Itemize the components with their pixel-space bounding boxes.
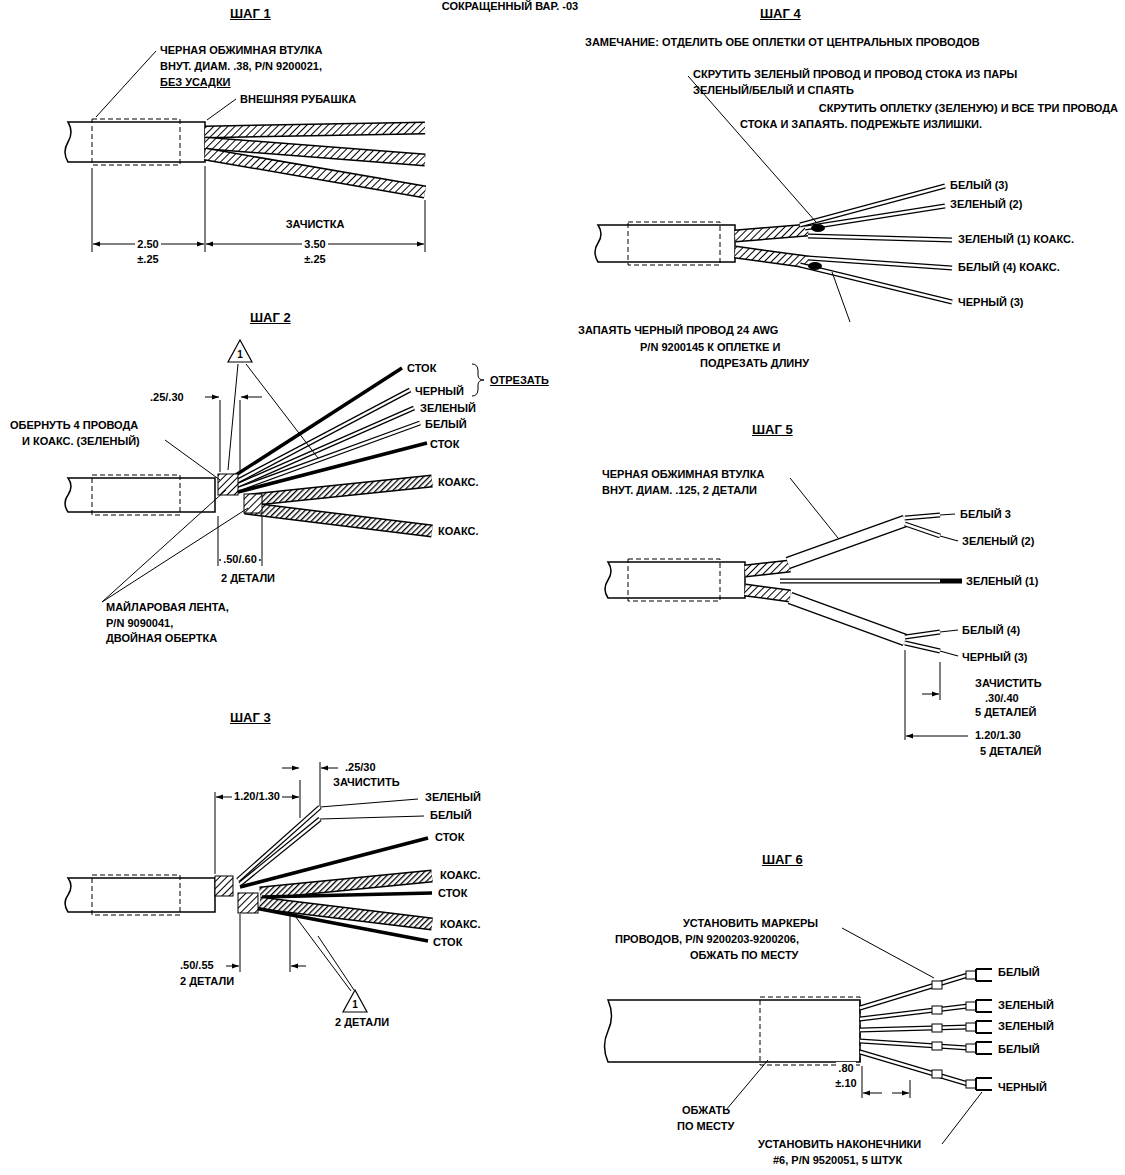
callout-text: БЕЗ УСАДКИ — [160, 76, 231, 89]
callout-text: ЧЕРНЫЙ (3) — [958, 296, 1024, 309]
step-heading: ШАГ 2 — [250, 310, 291, 325]
callout-text: СТОК — [430, 438, 459, 451]
step-heading: ШАГ 1 — [230, 6, 271, 21]
callout-text: ±.10 — [835, 1077, 856, 1090]
callout-text: P/N 9200145 К ОПЛЕТКЕ И — [640, 341, 780, 354]
callout-text: ЗАПАЯТЬ ЧЕРНЫЙ ПРОВОД 24 AWG — [578, 324, 778, 337]
callout-text: ЗЕЛЕНЫЙ (2) — [950, 198, 1022, 211]
callout-text: И КОАКС. (ЗЕЛЕНЫЙ) — [22, 435, 140, 448]
callout-text: ОТРЕЗАТЬ — [490, 374, 549, 387]
dimension-value: .50/.60 — [221, 553, 259, 566]
dimension-value: .80 — [836, 1062, 855, 1075]
callout-text: ВНУТ. ДИАМ. .38, P/N 9200021, — [160, 60, 322, 73]
callout-text: ЗЕЛЕНЫЙ/БЕЛЫЙ И СПАЯТЬ — [693, 84, 854, 97]
callout-text: ЧЕРНАЯ ОБЖИМНАЯ ВТУЛКА — [160, 44, 322, 57]
callout-text: ОБЖАТЬ — [682, 1104, 730, 1117]
callout-text: СКРУТИТЬ ЗЕЛЕНЫЙ ПРОВОД И ПРОВОД СТОКА И… — [693, 68, 1017, 81]
callout-text: P/N 9090041, — [106, 617, 173, 630]
callout-text: КОАКС. — [438, 525, 479, 538]
callout-text: ЗАМЕЧАНИЕ: ОТДЕЛИТЬ ОБЕ ОПЛЕТКИ ОТ ЦЕНТР… — [585, 36, 980, 49]
callout-text: СКРУТИТЬ ОПЛЕТКУ (ЗЕЛЕНУЮ) И ВСЕ ТРИ ПРО… — [819, 102, 1118, 115]
callout-text: БЕЛЫЙ — [430, 809, 472, 822]
callout-text: СТОК — [407, 362, 436, 375]
dimension-value: 1.20/1.30 — [232, 790, 282, 803]
callout-text: ЗЕЛЕНЫЙ — [425, 791, 481, 804]
step-heading: ШАГ 6 — [762, 852, 803, 867]
callout-text: .25/.30 — [150, 391, 184, 404]
callout-text: ЗЕЛЕНЫЙ — [998, 1020, 1054, 1033]
callout-text: ВНЕШНЯЯ РУБАШКА — [240, 93, 356, 106]
callout-text: УСТАНОВИТЬ МАРКЕРЫ — [683, 917, 818, 930]
page-title: СОКРАЩЕННЫЙ ВАР. -03 — [442, 0, 578, 13]
callout-text: 2 ДЕТАЛИ — [180, 975, 234, 988]
callout-text: ЧЕРНЫЙ — [998, 1081, 1047, 1094]
callout-text: ЗАЧИСТКА — [286, 218, 345, 231]
callout-text: ±.25 — [137, 253, 158, 266]
step6-drawing — [605, 928, 993, 1144]
callout-text: БЕЛЫЙ (4) КОАКС. — [958, 261, 1060, 274]
callout-text: КОАКС. — [438, 476, 479, 489]
callout-text: 1.20/1.30 — [975, 729, 1021, 742]
dimension-value: 3.50 — [302, 238, 327, 251]
callout-text: БЕЛЫЙ 3 — [960, 508, 1011, 521]
callout-text: СТОК — [433, 936, 462, 949]
dimension-value: 2.50 — [135, 238, 160, 251]
callout-text: СТОК — [438, 887, 467, 900]
callout-text: СТОК — [435, 831, 464, 844]
callout-text: БЕЛЫЙ — [998, 966, 1040, 979]
callout-text: ЗЕЛЕНЫЙ (1) — [966, 575, 1038, 588]
callout-text: ОБЖАТЬ ПО МЕСТУ — [690, 949, 798, 962]
step-heading: ШАГ 4 — [760, 6, 801, 21]
callout-text: ЗАЧИСТИТЬ — [333, 776, 400, 789]
step2-drawing — [65, 340, 484, 602]
note-flag-number: 1 — [237, 349, 243, 360]
callout-text: #6, P/N 9520051, 5 ШТУК — [773, 1154, 902, 1167]
callout-text: БЕЛЫЙ (3) — [950, 179, 1008, 192]
callout-text: .30/.40 — [985, 692, 1019, 705]
step-heading: ШАГ 5 — [752, 422, 793, 437]
callout-text: БЕЛЫЙ — [425, 418, 467, 431]
step5-drawing — [605, 478, 968, 740]
callout-text: 5 ДЕТАЛЕЙ — [980, 745, 1041, 758]
callout-text: ВНУТ. ДИАМ. .125, 2 ДЕТАЛИ — [602, 484, 757, 497]
callout-text: ЗАЧИСТИТЬ — [975, 677, 1042, 690]
callout-text: ПРОВОДОВ, P/N 9200203-9200206, — [615, 933, 799, 946]
callout-text: ДВОЙНАЯ ОБЕРТКА — [106, 632, 217, 645]
callout-text: КОАКС. — [440, 869, 481, 882]
step3-drawing — [65, 762, 432, 1012]
callout-text: 2 ДЕТАЛИ — [221, 572, 275, 585]
callout-text: ЗЕЛЕНЫЙ (1) КОАКС. — [958, 233, 1074, 246]
callout-text: МАЙЛАРОВАЯ ЛЕНТА, — [106, 601, 229, 614]
callout-text: 5 ДЕТАЛЕЙ — [975, 706, 1036, 719]
callout-text: ЧЕРНЫЙ (3) — [962, 651, 1028, 664]
callout-text: 2 ДЕТАЛИ — [335, 1016, 389, 1029]
callout-text: ЗЕЛЕНЫЙ — [420, 402, 476, 415]
callout-text: СТОКА И ЗАПАЯТЬ. ПОДРЕЖЬТЕ ИЗЛИШКИ. — [740, 118, 982, 131]
callout-text: ЗЕЛЕНЫЙ (2) — [962, 535, 1034, 548]
callout-text: ЗЕЛЕНЫЙ — [998, 999, 1054, 1012]
step1-drawing — [65, 51, 425, 252]
callout-text: БЕЛЫЙ (4) — [962, 624, 1020, 637]
callout-text: УСТАНОВИТЬ НАКОНЕЧНИКИ — [758, 1138, 921, 1151]
callout-text: ПО МЕСТУ — [677, 1120, 734, 1133]
callout-text: ЧЕРНАЯ ОБЖИМНАЯ ВТУЛКА — [602, 468, 764, 481]
callout-text: .50/.55 — [180, 959, 214, 972]
callout-text: БЕЛЫЙ — [998, 1043, 1040, 1056]
callout-text: ±.25 — [304, 253, 325, 266]
note-flag-number: 1 — [352, 999, 358, 1010]
callout-text: ОБЕРНУТЬ 4 ПРОВОДА — [10, 419, 138, 432]
callout-text: ПОДРЕЗАТЬ ДЛИНУ — [700, 357, 809, 370]
callout-text: ЧЕРНЫЙ — [415, 385, 464, 398]
callout-text: .25/30 — [345, 761, 376, 774]
step-heading: ШАГ 3 — [230, 710, 271, 725]
callout-text: КОАКС. — [440, 918, 481, 931]
